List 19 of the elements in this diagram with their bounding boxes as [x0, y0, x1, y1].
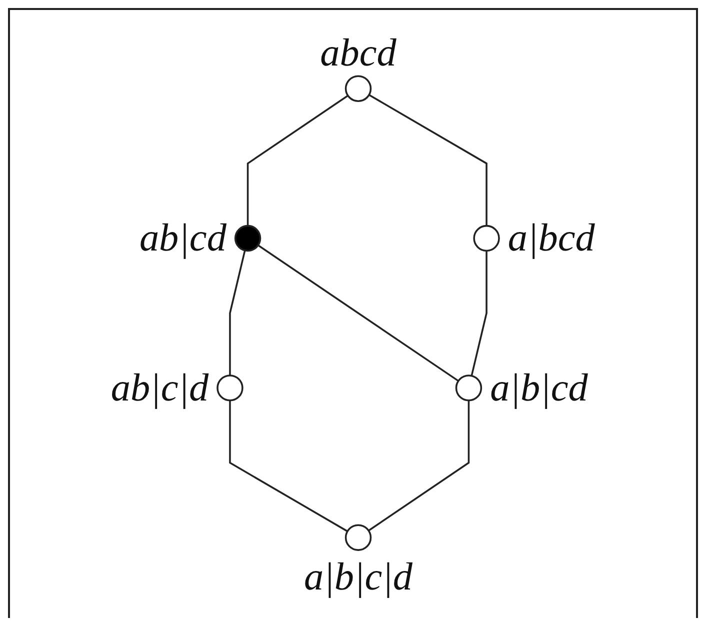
node-label: a|bcd — [508, 216, 596, 260]
connector-line — [229, 250, 246, 376]
circle-node — [345, 75, 372, 102]
circle-node — [345, 524, 372, 551]
connector-line — [229, 400, 348, 532]
node-label: a|b|cd — [490, 366, 588, 410]
connector-line — [470, 250, 488, 376]
circle-node — [473, 224, 500, 252]
connector-line — [247, 94, 349, 226]
connector-line — [368, 400, 470, 532]
node-label: a|b|c|d — [304, 555, 413, 598]
circle-node — [216, 374, 244, 402]
node-label: ab|cd — [140, 216, 227, 260]
node-label: abcd — [320, 31, 397, 74]
filled-circle-node — [234, 224, 262, 252]
connector-line — [368, 94, 488, 226]
node-label: ab|c|d — [111, 366, 209, 410]
connector-line — [258, 244, 460, 382]
circle-node — [456, 374, 482, 402]
